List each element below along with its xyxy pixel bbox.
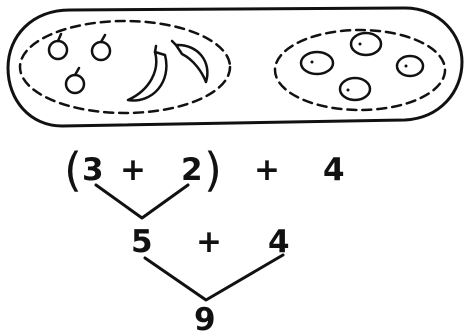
apple-icon	[49, 34, 67, 59]
close-paren: )	[204, 143, 222, 197]
addend-2: 2	[181, 152, 203, 188]
addend-4-row2: 4	[268, 224, 290, 260]
banana-icon	[128, 46, 166, 100]
expression-row-3: 9	[194, 302, 216, 331]
open-paren: (	[64, 143, 82, 197]
plus-sign-1: +	[120, 152, 146, 188]
apple-icon	[92, 35, 110, 60]
sum-5: 5	[131, 224, 153, 260]
potato-icon	[351, 33, 381, 55]
banana-icon	[172, 41, 207, 82]
apple-icon	[66, 68, 84, 93]
connector-lines-top	[96, 185, 188, 218]
expression-row-1: ( 3 + 2 ) + 4	[64, 143, 345, 197]
addend-4: 4	[323, 152, 345, 188]
plus-sign-2: +	[254, 152, 280, 188]
potato-icon	[301, 52, 333, 74]
plus-sign-3: +	[196, 224, 222, 260]
connector-lines-bottom	[145, 255, 283, 300]
potato-icon	[340, 78, 370, 100]
potato-group	[275, 30, 445, 110]
total-9: 9	[194, 302, 216, 331]
potato-icon	[397, 56, 423, 76]
fruit-group	[20, 21, 230, 113]
expression-row-2: 5 + 4	[131, 224, 290, 260]
addend-3: 3	[82, 152, 104, 188]
